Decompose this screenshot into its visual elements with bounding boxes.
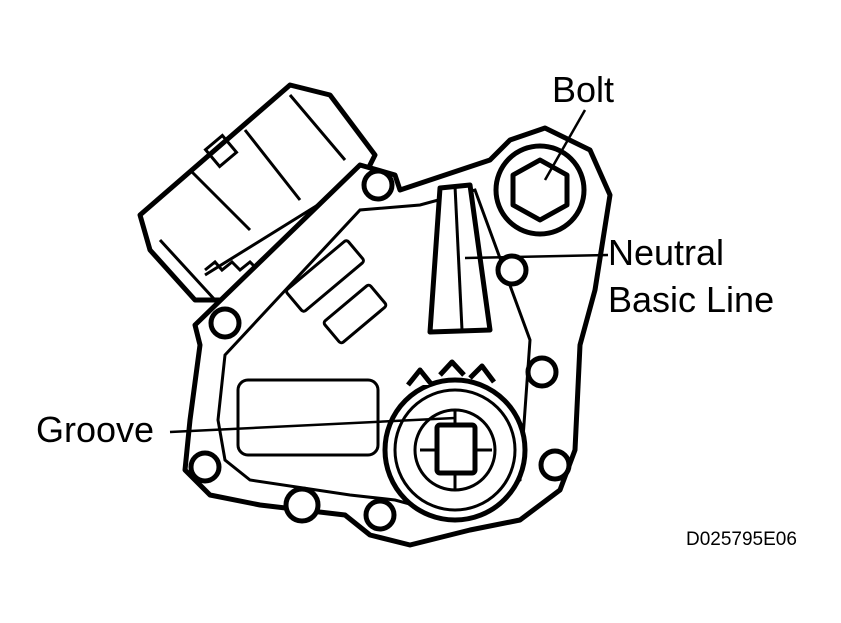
- shaft-assembly: [382, 359, 528, 523]
- connector-housing: [137, 82, 378, 303]
- neutral-leader: [464, 253, 609, 260]
- neutral-label-line1: Neutral: [608, 232, 725, 273]
- groove-leader: [169, 416, 456, 434]
- groove-label: Groove: [36, 409, 155, 450]
- bolt-leader: [543, 109, 587, 181]
- neutral-label-line2: Basic Line: [608, 279, 775, 320]
- bolt-label: Bolt: [552, 69, 615, 110]
- neutral-basic-line-slot: [427, 182, 493, 335]
- figure-code: D025795E06: [686, 529, 797, 550]
- bolt-boss: [493, 143, 587, 237]
